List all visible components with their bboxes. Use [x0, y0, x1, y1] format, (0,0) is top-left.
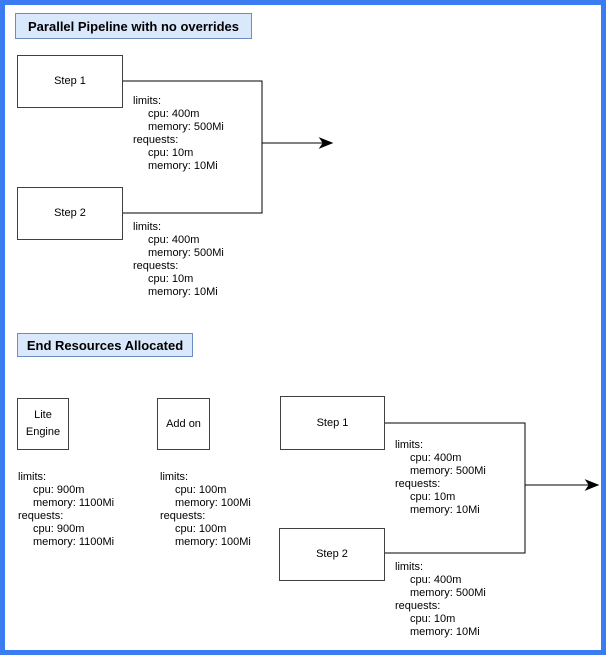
node-label: Step 2 [54, 207, 86, 219]
section-title-text: Parallel Pipeline with no overrides [28, 18, 239, 34]
resource-line: cpu: 10m [410, 613, 456, 625]
section-title-text: End Resources Allocated [26, 337, 184, 353]
arrow-right-icon [584, 479, 600, 491]
resource-line: limits: [133, 95, 162, 107]
resource-line: memory: 500Mi [148, 121, 224, 133]
node-add-on: Add on [157, 398, 210, 450]
resource-line: cpu: 100m [175, 484, 227, 496]
node-lite-engine: Lite Engine [17, 398, 69, 450]
resource-line: memory: 500Mi [410, 587, 486, 599]
resource-line: memory: 100Mi [175, 536, 251, 548]
resource-line: memory: 10Mi [148, 286, 218, 298]
resource-line: cpu: 100m [175, 523, 227, 535]
node-label: Step 2 [316, 548, 348, 560]
node-label: Step 1 [316, 416, 349, 429]
resource-line: limits: [160, 471, 189, 483]
node-end-step-2: Step 2 [279, 528, 385, 581]
resource-line: cpu: 900m [33, 484, 85, 496]
resource-line: cpu: 400m [148, 234, 200, 246]
resource-line: limits: [18, 471, 47, 483]
resource-line: requests: [160, 510, 206, 522]
resource-line: memory: 100Mi [175, 497, 251, 509]
resource-line: memory: 10Mi [410, 626, 480, 638]
resource-line: requests: [395, 478, 441, 490]
node-label: Lite Engine [25, 409, 61, 438]
resource-line: requests: [133, 134, 179, 146]
resource-line: memory: 10Mi [148, 160, 218, 172]
node-label: Add on [166, 417, 201, 430]
resource-line: memory: 500Mi [148, 247, 224, 259]
resource-line: limits: [395, 439, 424, 451]
resource-line: limits: [395, 561, 424, 573]
resource-line: limits: [133, 221, 162, 233]
section-title-end-resources: End Resources Allocated [17, 333, 193, 357]
resource-line: cpu: 10m [410, 491, 456, 503]
resource-line: requests: [133, 260, 179, 272]
resource-line: memory: 500Mi [410, 465, 486, 477]
resource-line: requests: [395, 600, 441, 612]
node-end-step-1: Step 1 [280, 396, 385, 450]
node-label: Step 1 [54, 75, 86, 87]
resource-line: memory: 10Mi [410, 504, 480, 516]
resource-line: cpu: 400m [410, 452, 462, 464]
resource-line: memory: 1100Mi [33, 536, 115, 548]
arrow-right-icon [318, 137, 334, 149]
resource-line: memory: 1100Mi [33, 497, 115, 509]
resource-line: cpu: 900m [33, 523, 85, 535]
resource-line: cpu: 400m [148, 108, 200, 120]
section-title-parallel-pipeline: Parallel Pipeline with no overrides [15, 13, 252, 39]
resource-line: cpu: 10m [148, 273, 194, 285]
resource-line: cpu: 400m [410, 574, 462, 586]
resource-line: cpu: 10m [148, 147, 194, 159]
node-step-2: Step 2 [17, 187, 123, 240]
node-step-1: Step 1 [17, 55, 123, 108]
resource-line: requests: [18, 510, 64, 522]
